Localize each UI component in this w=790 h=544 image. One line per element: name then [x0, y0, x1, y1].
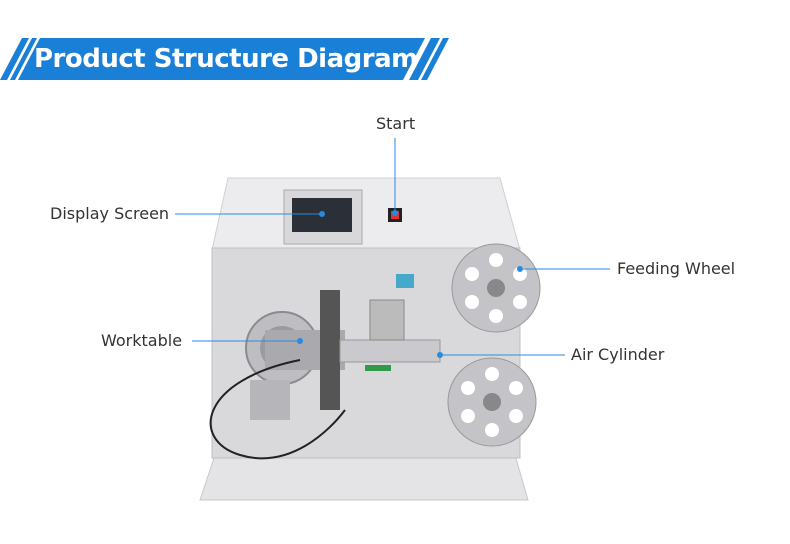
label-start: Start: [376, 114, 416, 133]
label-worktable: Worktable: [101, 331, 183, 350]
label-feeding-wheel: Feeding Wheel: [617, 259, 736, 278]
header-banner: [0, 38, 449, 80]
feeding-wheel-top: [451, 243, 541, 333]
label-display-screen: Display Screen: [50, 204, 170, 223]
label-air-cylinder: Air Cylinder: [571, 345, 665, 364]
page-title: Product Structure Diagram: [34, 44, 418, 74]
feeding-wheel-bottom: [447, 357, 537, 447]
